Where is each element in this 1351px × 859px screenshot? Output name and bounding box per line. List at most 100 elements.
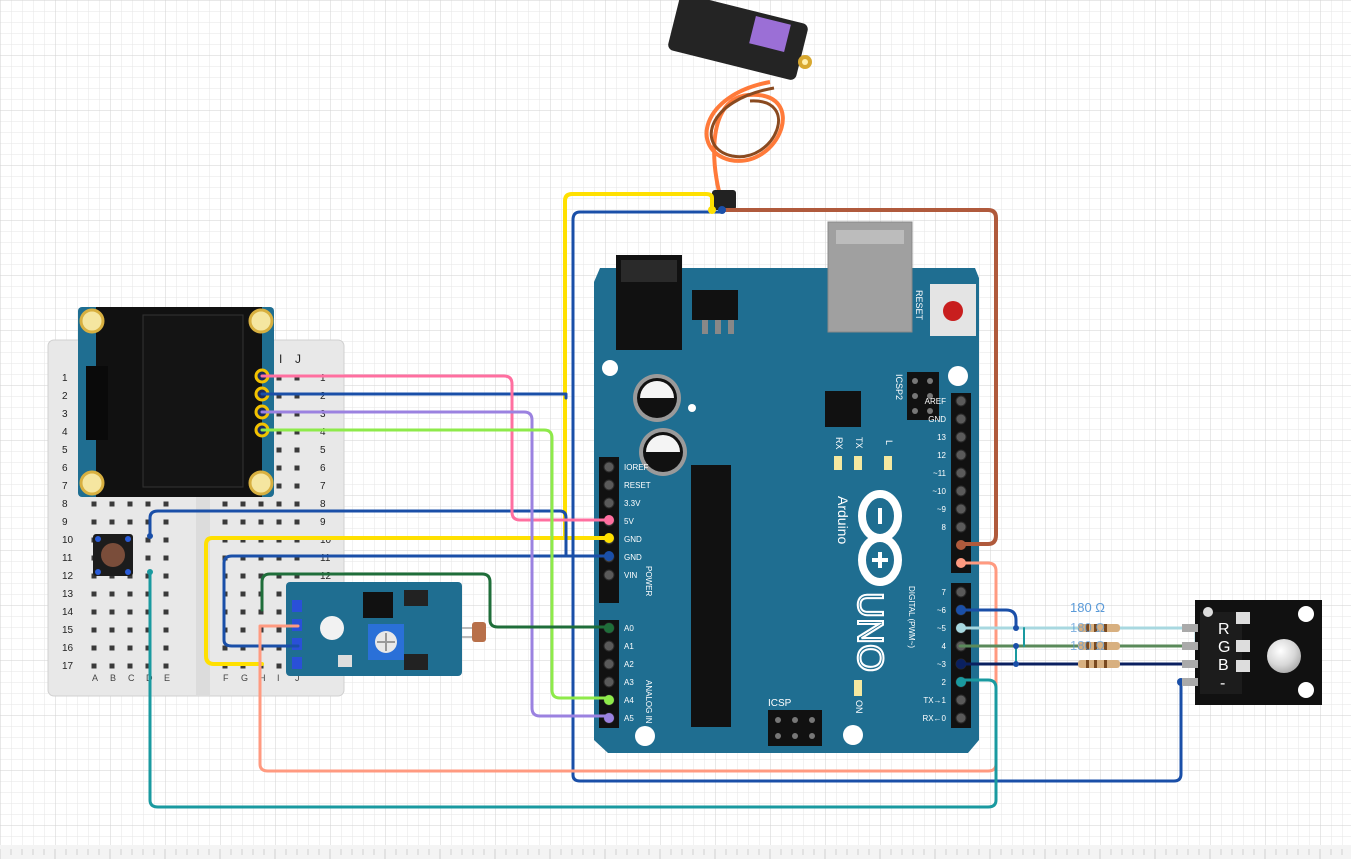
rgb-pins	[1182, 624, 1198, 686]
breadboard-hole	[91, 627, 97, 633]
breadboard-hole	[163, 609, 169, 615]
breadboard-col-i: I	[279, 352, 282, 366]
row-number-left: 12	[62, 571, 74, 582]
row-number-left: 13	[62, 589, 74, 600]
breadboard-hole	[240, 627, 246, 633]
rgb-pin-g: G	[1218, 639, 1230, 656]
analog-section-label: ANALOG IN	[644, 680, 653, 724]
col-a: A	[92, 673, 98, 683]
breadboard-hole	[145, 663, 151, 669]
breadboard-hole	[276, 375, 282, 381]
breadboard-hole	[163, 573, 169, 579]
resistor-label-r: 180 Ω	[1070, 600, 1105, 615]
pin-label: GND	[928, 415, 946, 424]
breadboard-hole	[276, 447, 282, 453]
breadboard-hole	[222, 645, 228, 651]
breadboard-hole	[109, 663, 115, 669]
header-pin	[603, 479, 615, 491]
header-pin	[955, 413, 967, 425]
breadboard-hole	[240, 645, 246, 651]
breadboard-hole	[145, 537, 151, 543]
breadboard-hole	[145, 591, 151, 597]
breadboard-hole	[276, 465, 282, 471]
pin-label: 2	[942, 678, 947, 687]
breadboard-hole	[258, 573, 264, 579]
breadboard-hole	[163, 663, 169, 669]
breadboard-hole	[294, 375, 300, 381]
row-number-left: 3	[62, 409, 68, 420]
row-number-left: 2	[62, 391, 68, 402]
breadboard-hole	[127, 591, 133, 597]
header-pin	[955, 431, 967, 443]
breadboard-hole	[127, 501, 133, 507]
push-button[interactable]	[93, 534, 133, 576]
arduino-pin-labels: IOREFRESET3.3V5VGNDGNDVINA0A1A2A3A4A5ARE…	[624, 397, 947, 723]
breadboard-hole	[163, 645, 169, 651]
icsp-header: ICSP	[768, 698, 822, 746]
l-label: L	[884, 440, 894, 445]
resistor-label-g: 180 Ω	[1070, 620, 1105, 635]
breadboard-hole	[258, 519, 264, 525]
pin-label: A2	[624, 660, 634, 669]
breadboard-hole	[109, 591, 115, 597]
row-number-left: 5	[62, 445, 68, 456]
col-f: F	[223, 673, 229, 683]
header-pin	[955, 449, 967, 461]
pin-label: 13	[937, 433, 946, 442]
row-number-right: 6	[320, 463, 326, 474]
breadboard-hole	[240, 501, 246, 507]
col-c: C	[128, 673, 135, 683]
pin-label: ~10	[932, 487, 946, 496]
header-pin	[603, 676, 615, 688]
breadboard-hole	[276, 627, 282, 633]
pin-label: VIN	[624, 571, 638, 580]
breadboard-hole	[258, 501, 264, 507]
breadboard-hole	[294, 519, 300, 525]
breadboard-hole	[109, 627, 115, 633]
pin-label: GND	[624, 553, 642, 562]
breadboard-hole	[145, 645, 151, 651]
servo-cable	[704, 80, 785, 201]
breadboard-hole	[294, 573, 300, 579]
row-number-right: 10	[320, 535, 332, 546]
row-number-left: 17	[62, 661, 74, 672]
header-pin	[603, 658, 615, 670]
breadboard-hole	[163, 501, 169, 507]
rgb-pin-r: R	[1218, 621, 1230, 638]
breadboard-hole	[127, 609, 133, 615]
breadboard-hole	[145, 501, 151, 507]
wire-rgb-r	[958, 608, 1188, 630]
breadboard-hole	[127, 645, 133, 651]
row-number-left: 14	[62, 607, 74, 618]
breadboard-hole	[276, 411, 282, 417]
col-j2: J	[295, 673, 300, 683]
header-pin	[955, 503, 967, 515]
breadboard-hole	[91, 591, 97, 597]
pin-label: A3	[624, 678, 634, 687]
breadboard-hole	[294, 483, 300, 489]
arduino-uno-board[interactable]: RESET ICSP2 ICSP RX	[594, 221, 979, 753]
row-number-right: 3	[320, 409, 326, 420]
resistors[interactable]: 180 Ω 180 Ω 180 Ω	[1070, 600, 1120, 668]
header-pin	[955, 586, 967, 598]
pin-label: A1	[624, 642, 634, 651]
breadboard-hole	[240, 591, 246, 597]
breadboard-hole	[145, 555, 151, 561]
breadboard-hole	[145, 519, 151, 525]
pin-label: ~11	[933, 469, 947, 478]
analog-header	[599, 620, 619, 728]
pin-label: ~3	[937, 660, 947, 669]
breadboard-hole	[294, 393, 300, 399]
breadboard-hole	[276, 609, 282, 615]
breadboard-hole	[127, 519, 133, 525]
wire-yellow	[563, 192, 714, 540]
breadboard-hole	[127, 627, 133, 633]
pin-label: A0	[624, 624, 634, 633]
servo-motor[interactable]	[667, 0, 812, 210]
pin-label: GND	[624, 535, 642, 544]
rgb-led-module[interactable]: R G B -	[1182, 600, 1322, 705]
breadboard-hole	[163, 537, 169, 543]
pin-label: ~6	[937, 606, 947, 615]
ldr-sensor-module[interactable]	[286, 582, 486, 676]
oled-display-module[interactable]	[78, 307, 274, 497]
